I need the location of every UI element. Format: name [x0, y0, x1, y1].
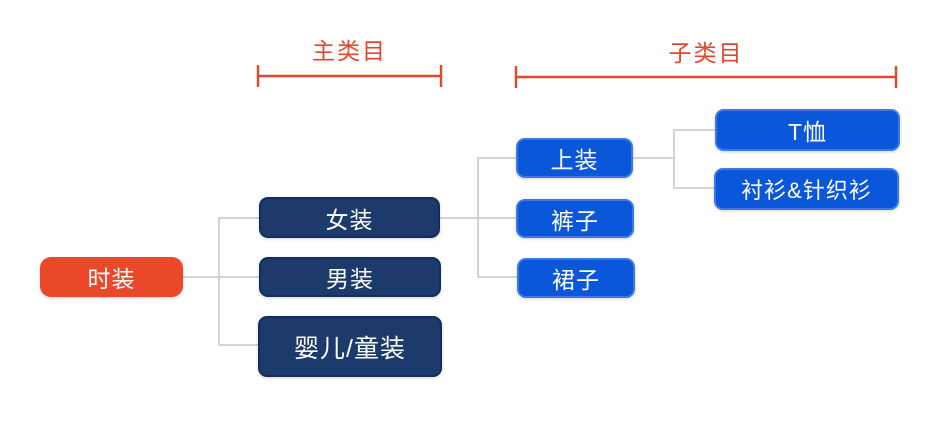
node-womens-clothing: 女装 [259, 197, 440, 238]
node-skirts: 裙子 [517, 258, 635, 298]
connector-sub-junction [477, 157, 517, 278]
node-baby-kids-clothing: 婴儿/童装 [258, 316, 442, 377]
node-mens-clothing: 男装 [259, 257, 441, 297]
label-main-category: 主类目 [312, 38, 387, 64]
node-fashion-root: 时装 [40, 257, 183, 297]
node-tshirt: T恤 [715, 109, 900, 151]
connector-main-junction [218, 217, 259, 346]
label-sub-category: 子类目 [668, 40, 744, 66]
bracket-sub-category [514, 66, 898, 88]
node-pants: 裤子 [516, 199, 634, 238]
connector-leaf-junction [673, 129, 715, 189]
node-tops: 上装 [516, 138, 633, 178]
node-shirts-knitwear: 衬衫&针织衫 [714, 168, 899, 210]
bracket-main-category [256, 65, 443, 87]
